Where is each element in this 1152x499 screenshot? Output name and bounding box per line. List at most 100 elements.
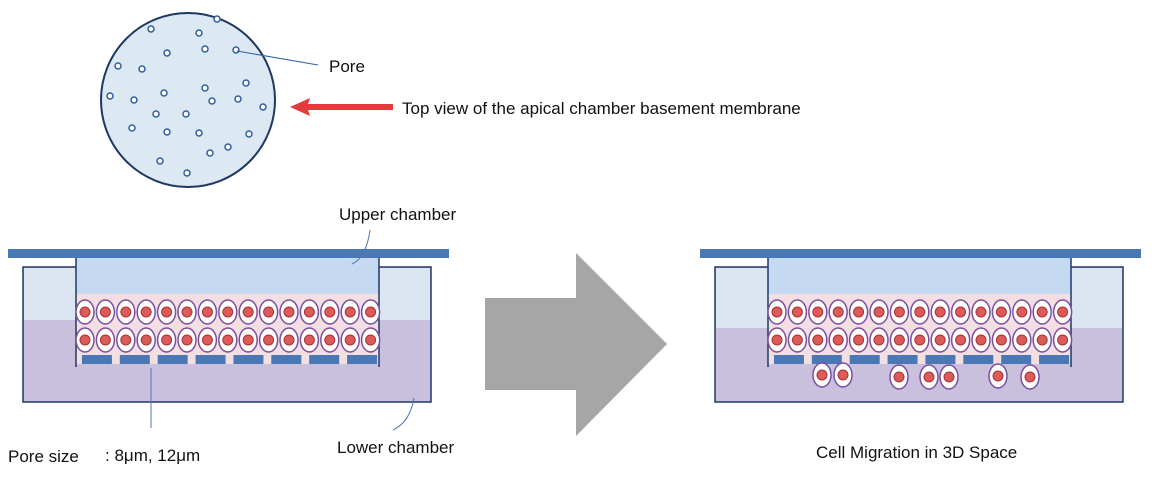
cell-nucleus bbox=[1036, 306, 1048, 318]
pore-label: Pore bbox=[329, 57, 365, 76]
cell-nucleus bbox=[181, 334, 193, 346]
pore bbox=[245, 130, 253, 138]
membrane-segment bbox=[811, 355, 842, 364]
pore-size-label: Pore size bbox=[8, 447, 79, 466]
pore bbox=[201, 45, 209, 53]
cell bbox=[116, 299, 136, 325]
cell bbox=[950, 327, 971, 353]
pore bbox=[232, 46, 240, 54]
cell-nucleus bbox=[832, 334, 844, 346]
cell bbox=[991, 327, 1012, 353]
cell-nucleus bbox=[995, 334, 1007, 346]
cell bbox=[136, 327, 156, 353]
cell-nucleus bbox=[140, 334, 152, 346]
pore bbox=[234, 95, 242, 103]
cell-nucleus bbox=[923, 371, 935, 383]
cell-nucleus bbox=[1016, 306, 1028, 318]
cell bbox=[238, 327, 258, 353]
cell-nucleus bbox=[1036, 334, 1048, 346]
cell bbox=[869, 327, 889, 353]
cell bbox=[320, 327, 340, 353]
cell bbox=[991, 299, 1012, 325]
pore bbox=[242, 79, 250, 87]
upper-chamber-medium bbox=[768, 258, 1071, 294]
cell bbox=[299, 327, 320, 353]
cell bbox=[340, 327, 360, 353]
cell-nucleus bbox=[99, 306, 111, 318]
cell bbox=[828, 299, 848, 325]
cell-nucleus bbox=[365, 334, 377, 346]
cell-nucleus bbox=[140, 306, 152, 318]
cell-nucleus bbox=[816, 369, 828, 381]
cell bbox=[340, 299, 360, 325]
cell bbox=[1032, 327, 1052, 353]
cell-nucleus bbox=[181, 306, 193, 318]
cell-nucleus bbox=[79, 334, 91, 346]
membrane-segment bbox=[81, 355, 112, 364]
cell bbox=[939, 364, 959, 390]
cell bbox=[1012, 299, 1032, 325]
pore bbox=[208, 97, 216, 105]
cell-nucleus bbox=[120, 306, 132, 318]
side-well-right bbox=[1071, 268, 1122, 328]
cell-nucleus bbox=[344, 306, 356, 318]
cover-bar bbox=[700, 249, 1141, 258]
cell bbox=[910, 299, 930, 325]
cell bbox=[1012, 327, 1032, 353]
cell-nucleus bbox=[853, 306, 865, 318]
pore bbox=[206, 149, 214, 157]
cell bbox=[279, 299, 299, 325]
cell-nucleus bbox=[934, 306, 946, 318]
cell bbox=[360, 327, 381, 353]
cell bbox=[787, 299, 808, 325]
cell bbox=[320, 299, 340, 325]
cell-nucleus bbox=[943, 371, 955, 383]
cell bbox=[360, 299, 381, 325]
pore bbox=[160, 89, 168, 97]
pore bbox=[163, 128, 171, 136]
cell-nucleus bbox=[365, 306, 377, 318]
pore bbox=[195, 29, 203, 37]
cell bbox=[767, 299, 787, 325]
pore bbox=[114, 62, 122, 70]
cell-nucleus bbox=[222, 334, 234, 346]
cell-nucleus bbox=[1057, 306, 1069, 318]
upper-chamber-label: Upper chamber bbox=[339, 205, 457, 224]
cell-nucleus bbox=[263, 306, 275, 318]
membrane-segment bbox=[347, 355, 378, 364]
cell bbox=[828, 327, 848, 353]
cell-nucleus bbox=[955, 306, 967, 318]
membrane-top-view bbox=[100, 12, 393, 188]
cell-nucleus bbox=[975, 334, 987, 346]
cell bbox=[812, 362, 832, 388]
cell-nucleus bbox=[853, 334, 865, 346]
pore bbox=[138, 65, 146, 73]
cell-nucleus bbox=[1016, 334, 1028, 346]
cell-nucleus bbox=[791, 334, 803, 346]
membrane-segment bbox=[887, 355, 918, 364]
cell-nucleus bbox=[283, 334, 295, 346]
cell bbox=[258, 327, 279, 353]
cell bbox=[869, 299, 889, 325]
cell-nucleus bbox=[263, 334, 275, 346]
cell bbox=[95, 327, 116, 353]
pore bbox=[182, 110, 190, 118]
cell bbox=[808, 327, 828, 353]
membrane-segment bbox=[1001, 355, 1032, 364]
cell bbox=[1032, 299, 1052, 325]
cell bbox=[258, 299, 279, 325]
cell bbox=[787, 327, 808, 353]
cell-nucleus bbox=[201, 334, 213, 346]
cell-nucleus bbox=[893, 371, 905, 383]
cell bbox=[930, 299, 950, 325]
cell-nucleus bbox=[201, 306, 213, 318]
pore bbox=[106, 92, 114, 100]
cell-nucleus bbox=[344, 334, 356, 346]
membrane-segment bbox=[925, 355, 956, 364]
membrane-disc bbox=[100, 12, 276, 188]
cell bbox=[848, 299, 869, 325]
cell-nucleus bbox=[1024, 371, 1036, 383]
cell bbox=[889, 299, 910, 325]
migration-caption: Cell Migration in 3D Space bbox=[816, 443, 1018, 462]
